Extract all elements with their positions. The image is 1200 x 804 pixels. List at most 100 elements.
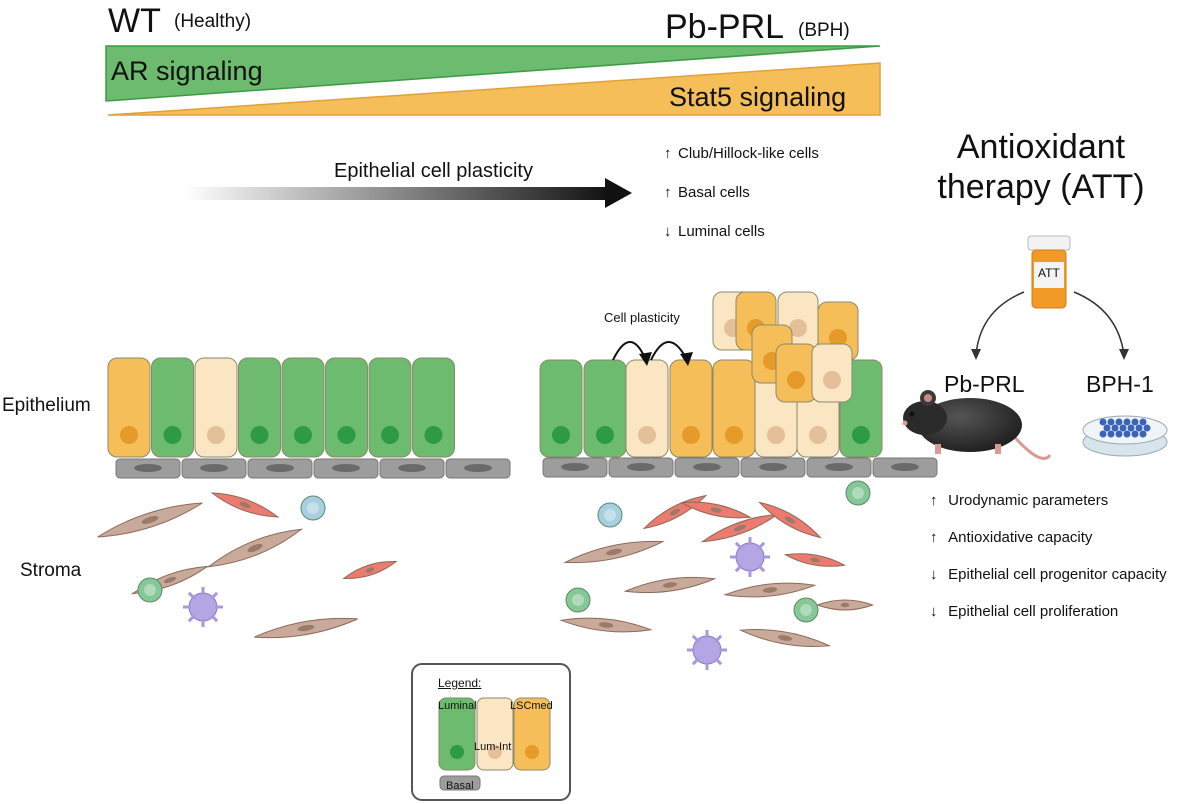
- effect-item: ↓ Epithelial cell progenitor capacity: [930, 566, 1167, 583]
- basal-nucleus: [200, 464, 228, 472]
- cell-colony: [1107, 418, 1115, 426]
- legend-cell-swatch: [476, 697, 514, 771]
- nucleus: [207, 426, 225, 444]
- stroma-label: Stroma: [20, 560, 82, 581]
- nucleus: [682, 426, 700, 444]
- cell-colony: [1131, 430, 1139, 438]
- cell-colony: [1099, 430, 1107, 438]
- nucleus: [638, 426, 656, 444]
- nucleus: [787, 371, 805, 389]
- up-arrow-icon: ↑: [930, 529, 938, 546]
- down-arrow-icon: ↓: [930, 603, 938, 620]
- legend-basal-swatch: [439, 775, 481, 791]
- basal-nucleus: [891, 463, 919, 471]
- nucleus: [829, 329, 847, 347]
- basal-nucleus: [561, 463, 589, 471]
- cell-colony: [1111, 424, 1119, 432]
- immune-cell: [300, 495, 326, 521]
- myofibroblast: [642, 494, 708, 530]
- ar-signaling-label: AR signaling: [111, 56, 263, 86]
- basal-nucleus: [266, 464, 294, 472]
- nucleus: [809, 426, 827, 444]
- epithelial-cell: [412, 357, 455, 458]
- nucleus: [552, 426, 570, 444]
- up-arrow-icon: ↑: [664, 184, 672, 201]
- change-item: ↑Basal cells: [664, 184, 750, 201]
- stat5-signaling-label: Stat5 signaling: [669, 82, 847, 112]
- cell-colony: [1115, 418, 1123, 426]
- plasticity-arrow-shaft: [185, 187, 610, 200]
- fibroblast: [254, 617, 358, 639]
- cell-colony: [1115, 430, 1123, 438]
- att-title: Antioxidant therapy (ATT): [937, 128, 1145, 206]
- fibroblast: [97, 502, 203, 538]
- nucleus: [337, 426, 356, 444]
- epithelial-cell: [238, 357, 281, 458]
- cell-plasticity-label: Cell plasticity: [604, 310, 680, 325]
- immune-cell: [597, 502, 623, 528]
- up-arrow-icon: ↑: [930, 492, 938, 509]
- model-bph1-label: BPH-1: [1086, 371, 1154, 397]
- myofibroblast: [783, 553, 847, 567]
- cell-colony: [1123, 418, 1131, 426]
- epithelial-cell: [194, 357, 238, 458]
- epithelial-cell: [539, 359, 583, 458]
- legend-basal-label: Basal: [446, 780, 474, 792]
- nucleus: [525, 745, 539, 759]
- nucleus: [789, 319, 807, 337]
- cell-colony: [1127, 424, 1135, 432]
- basal-nucleus: [693, 463, 721, 471]
- cell-plasticity-arrow: [650, 341, 687, 361]
- effect-item: ↓ Epithelial cell proliferation: [930, 603, 1119, 620]
- basal-nucleus: [332, 464, 360, 472]
- nucleus: [450, 745, 464, 759]
- cell-plasticity-arrowhead: [639, 352, 652, 366]
- immune-cell: [845, 480, 871, 506]
- myofibroblast: [210, 492, 280, 518]
- myofibroblast: [680, 501, 752, 519]
- legend-cell-swatch: [438, 697, 476, 771]
- cell-colony: [1099, 418, 1107, 426]
- nucleus: [163, 426, 182, 444]
- basal-nucleus: [464, 464, 492, 472]
- cell-colony: [1131, 418, 1139, 426]
- fibroblast: [623, 576, 717, 594]
- nucleus: [250, 426, 269, 444]
- nucleus: [852, 426, 870, 444]
- nucleus: [381, 426, 399, 444]
- effect-item: ↑ Urodynamic parameters: [930, 492, 1109, 509]
- stat5-signaling-wedge: [107, 62, 881, 116]
- nucleus: [120, 426, 138, 444]
- nucleus: [488, 745, 502, 759]
- fibroblast: [206, 528, 304, 568]
- cell-colony: [1107, 430, 1115, 438]
- epithelial-cell: [368, 357, 412, 458]
- wt-subtitle: (Healthy): [174, 11, 252, 32]
- epithelial-cell: [669, 359, 713, 458]
- effect-item: ↑ Antioxidative capacity: [930, 529, 1093, 546]
- cell-colony: [1135, 424, 1143, 432]
- pbprl-subtitle: (BPH): [798, 20, 850, 41]
- myofibroblast: [758, 501, 822, 539]
- nucleus: [725, 426, 743, 444]
- epithelial-cell: [151, 357, 194, 458]
- change-item: ↓Luminal cells: [664, 223, 765, 240]
- epithelium-label: Epithelium: [2, 395, 91, 416]
- basal-nucleus: [398, 464, 426, 472]
- nucleus: [596, 426, 614, 444]
- change-item: ↑Club/Hillock-like cells: [664, 145, 819, 162]
- legend-luminal-label: Luminal: [438, 700, 477, 712]
- att-arrow-right: [1073, 291, 1125, 356]
- basal-nucleus: [825, 463, 853, 471]
- att-pill-bottle: [1027, 235, 1071, 309]
- legend-cell-swatch: [513, 697, 551, 771]
- fibroblast: [563, 540, 665, 564]
- att-bottle-label: ATT: [1038, 266, 1060, 280]
- fibroblast: [723, 582, 817, 598]
- legend-lumint-label: Lum-Int: [474, 741, 512, 753]
- basal-nucleus: [759, 463, 787, 471]
- epithelial-cell: [325, 357, 368, 458]
- immune-cell: [137, 577, 163, 603]
- legend-title: Legend:: [438, 676, 482, 690]
- fibroblast: [738, 629, 832, 647]
